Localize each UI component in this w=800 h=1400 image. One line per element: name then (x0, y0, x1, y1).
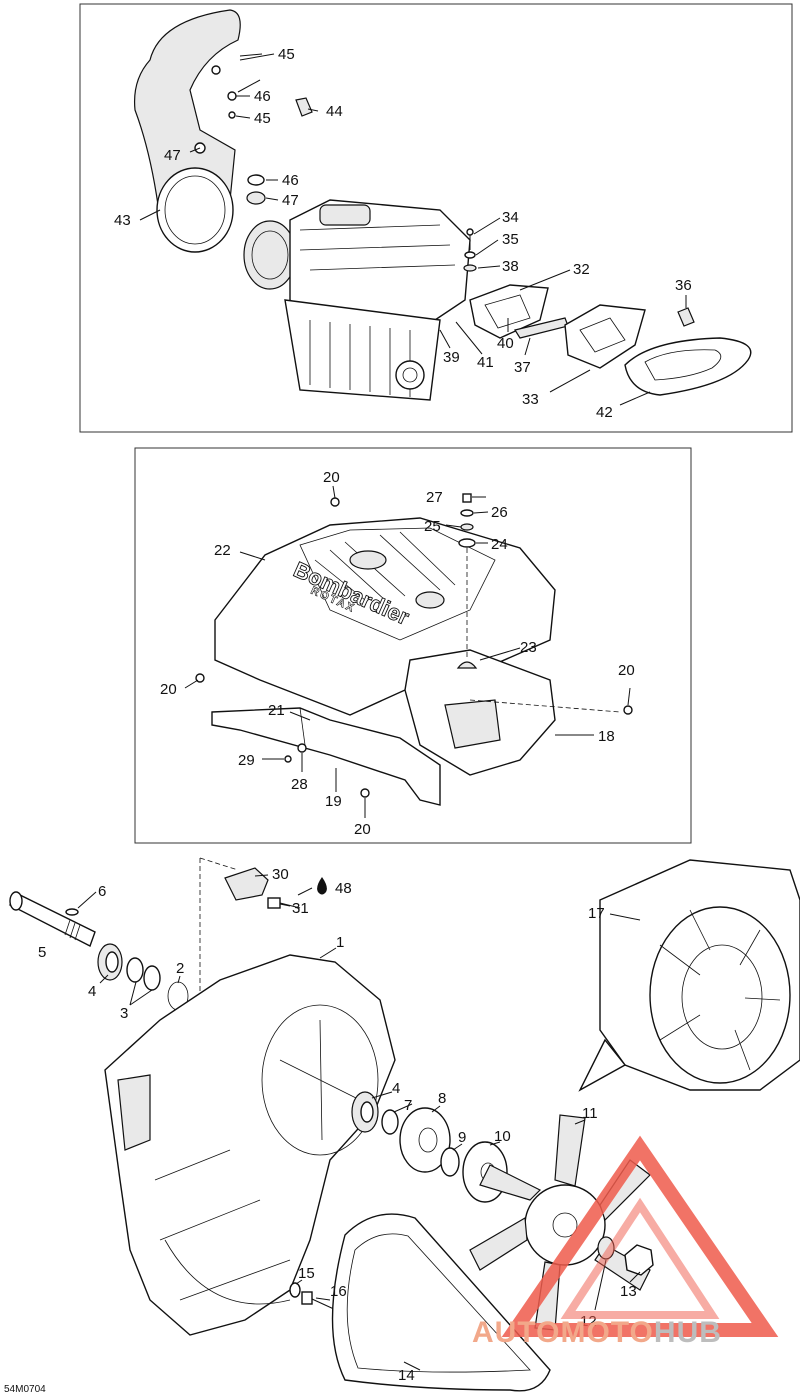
callout-32: 32 (573, 261, 590, 278)
callout-9: 9 (458, 1129, 466, 1146)
callout-21: 21 (268, 702, 285, 719)
callout-40: 40 (497, 335, 514, 352)
drive-belt-inner (346, 1233, 531, 1373)
fan-guard-part-17 (578, 859, 800, 1092)
callout-24: 24 (491, 536, 508, 553)
callout-45b: 45 (254, 110, 271, 127)
callout-46a: 46 (254, 88, 271, 105)
washer-part-15 (289, 1282, 301, 1298)
lubricant-drop-icon (317, 877, 327, 895)
assembly-guide-line-2 (199, 857, 239, 871)
panel2-leader-lines (184, 485, 631, 818)
callout-18: 18 (598, 728, 615, 745)
callout-14: 14 (398, 1367, 415, 1384)
callout-15: 15 (298, 1265, 315, 1282)
spacer-rings-part-3 (126, 957, 161, 991)
callout-11: 11 (582, 1105, 598, 1122)
bolt-washer-hardware-45-46-47 (194, 53, 266, 205)
callout-20d: 20 (354, 821, 371, 838)
bottom-leader-lines (77, 874, 641, 1371)
drive-belt-part-14 (331, 1213, 551, 1392)
callout-28: 28 (291, 776, 308, 793)
air-duct-part-32 (469, 284, 549, 339)
watermark-part1: AUTOMOTO (472, 1316, 654, 1349)
callout-47a: 47 (164, 147, 181, 164)
callout-45a: 45 (278, 46, 295, 63)
screw-washer-hardware-34-35-38 (463, 228, 477, 272)
callout-44: 44 (326, 103, 343, 120)
callout-37: 37 (514, 359, 531, 376)
duct-adapter-part-33 (564, 304, 646, 369)
intake-cover-part-42 (624, 337, 752, 396)
callout-20c: 20 (618, 662, 635, 679)
fan-shroud-part-18 (404, 649, 621, 776)
bearing-part-4a (97, 943, 123, 981)
clip-part-36 (677, 307, 695, 327)
shaft-part-5 (8, 891, 96, 947)
clip-part-30 (224, 867, 269, 901)
callout-4b: 4 (392, 1080, 400, 1097)
key-part-6 (65, 908, 79, 916)
callout-30: 30 (272, 866, 289, 883)
callout-4a: 4 (88, 983, 96, 1000)
belt-guard-part-43 (133, 9, 241, 253)
middle-panel-frame (134, 447, 692, 844)
callout-5: 5 (38, 944, 46, 961)
pulley-half-part-8 (399, 1107, 451, 1173)
spacer-part-9 (440, 1147, 460, 1177)
callout-2: 2 (176, 960, 184, 977)
support-bracket-part-19 (211, 707, 441, 806)
callout-3: 3 (120, 1005, 128, 1022)
callout-1: 1 (336, 934, 344, 951)
callout-6: 6 (98, 883, 106, 900)
callout-8: 8 (438, 1090, 446, 1107)
callout-22: 22 (214, 542, 231, 559)
engine-assembly (243, 199, 471, 401)
callout-33: 33 (522, 391, 539, 408)
callout-13: 13 (620, 1283, 637, 1300)
ring-part-7 (381, 1109, 399, 1135)
fan-housing-part-1 (104, 954, 396, 1336)
callout-36: 36 (675, 277, 692, 294)
callout-19: 19 (325, 793, 342, 810)
watermark-part2: HUB (653, 1316, 722, 1349)
bearing-part-4b (351, 1091, 379, 1133)
callout-47b: 47 (282, 192, 299, 209)
nut-part-13 (624, 1244, 654, 1276)
watermark-brand-text: AUTOMOTOHUB (472, 1316, 722, 1350)
watermark-logo-mark (501, 1135, 779, 1337)
callout-20a: 20 (323, 469, 340, 486)
callout-41: 41 (477, 354, 494, 371)
callout-17: 17 (588, 905, 605, 922)
callout-23: 23 (520, 639, 537, 656)
callout-27: 27 (426, 489, 443, 506)
callout-38: 38 (502, 258, 519, 275)
callout-29: 29 (238, 752, 255, 769)
cooling-fan-part-11 (469, 1114, 651, 1331)
callout-7: 7 (404, 1097, 412, 1114)
callout-16: 16 (330, 1283, 347, 1300)
callout-42: 42 (596, 404, 613, 421)
bolt-part-16 (301, 1291, 337, 1311)
callout-46b: 46 (282, 172, 299, 189)
callout-35: 35 (502, 231, 519, 248)
clip-part-44 (295, 97, 313, 117)
callout-31: 31 (292, 900, 309, 917)
screw-washer-hardware-20-29 (195, 493, 633, 798)
callout-25: 25 (424, 518, 441, 535)
callout-48: 48 (335, 880, 352, 897)
top-panel-frame (79, 3, 793, 433)
panel1-leader-lines (139, 53, 687, 406)
callout-20b: 20 (160, 681, 177, 698)
callout-34: 34 (502, 209, 519, 226)
callout-10: 10 (494, 1128, 511, 1145)
callout-26: 26 (491, 504, 508, 521)
diagram-code: 54M0704 (4, 1384, 46, 1395)
callout-39: 39 (443, 349, 460, 366)
callout-43: 43 (114, 212, 131, 229)
